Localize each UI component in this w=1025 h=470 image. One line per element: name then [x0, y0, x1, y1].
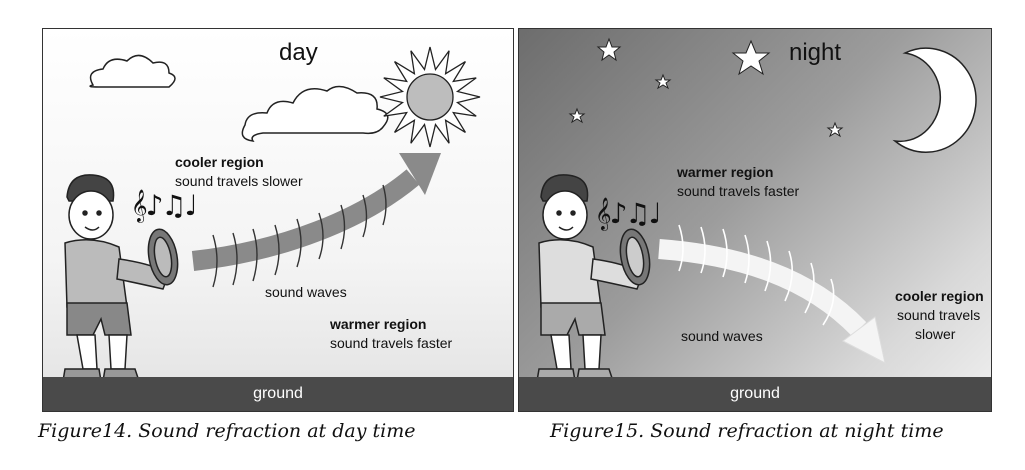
- day-illustration: [62, 46, 481, 382]
- tambourine-icon: [147, 228, 179, 286]
- day-upper-region-title: cooler region: [175, 154, 264, 170]
- day-caption: Figure14. Sound refraction at day time: [38, 420, 416, 442]
- night-illustration: [536, 37, 977, 382]
- night-title: night: [789, 39, 842, 66]
- music-notes-icon: 𝄞♪♫♩: [131, 189, 198, 222]
- night-upper-region-title: warmer region: [677, 164, 774, 180]
- tambourine-icon: [619, 228, 651, 286]
- star-icon: [654, 73, 672, 90]
- day-ground: ground: [43, 377, 513, 411]
- day-lower-region-title: warmer region: [330, 316, 427, 332]
- moon-icon: [892, 47, 977, 153]
- boy-with-tambourine-icon: [62, 174, 170, 382]
- day-title: day: [279, 39, 318, 66]
- night-caption: Figure15. Sound refraction at night time: [550, 420, 944, 442]
- day-upper-region-text: sound travels slower: [175, 173, 303, 189]
- night-panel: 𝄞♪♫♩ night warmer region sound travels f…: [518, 28, 992, 412]
- star-icon: [596, 37, 622, 62]
- boy-with-tambourine-icon: [536, 174, 644, 382]
- sound-arrow-icon: [191, 153, 441, 288]
- day-panel: 𝄞♪♫♩ day cooler region sound travels slo…: [42, 28, 514, 412]
- sound-arrow-icon: [658, 224, 886, 364]
- cloud-icon: [89, 54, 176, 88]
- music-notes-icon: 𝄞♪♫♩: [595, 197, 662, 230]
- star-icon: [568, 107, 586, 124]
- night-upper-region-text: sound travels faster: [677, 183, 800, 199]
- star-icon: [731, 39, 771, 76]
- day-waves-label: sound waves: [265, 284, 347, 300]
- night-lower-region-text-2: slower: [915, 326, 956, 342]
- day-lower-region-text: sound travels faster: [330, 335, 453, 351]
- sun-icon: [379, 46, 481, 148]
- cloud-icon: [241, 85, 389, 142]
- night-lower-region-text-1: sound travels: [897, 307, 981, 323]
- star-icon: [826, 121, 844, 138]
- night-waves-label: sound waves: [681, 328, 763, 344]
- night-lower-region-title: cooler region: [895, 288, 984, 304]
- night-ground: ground: [519, 377, 991, 411]
